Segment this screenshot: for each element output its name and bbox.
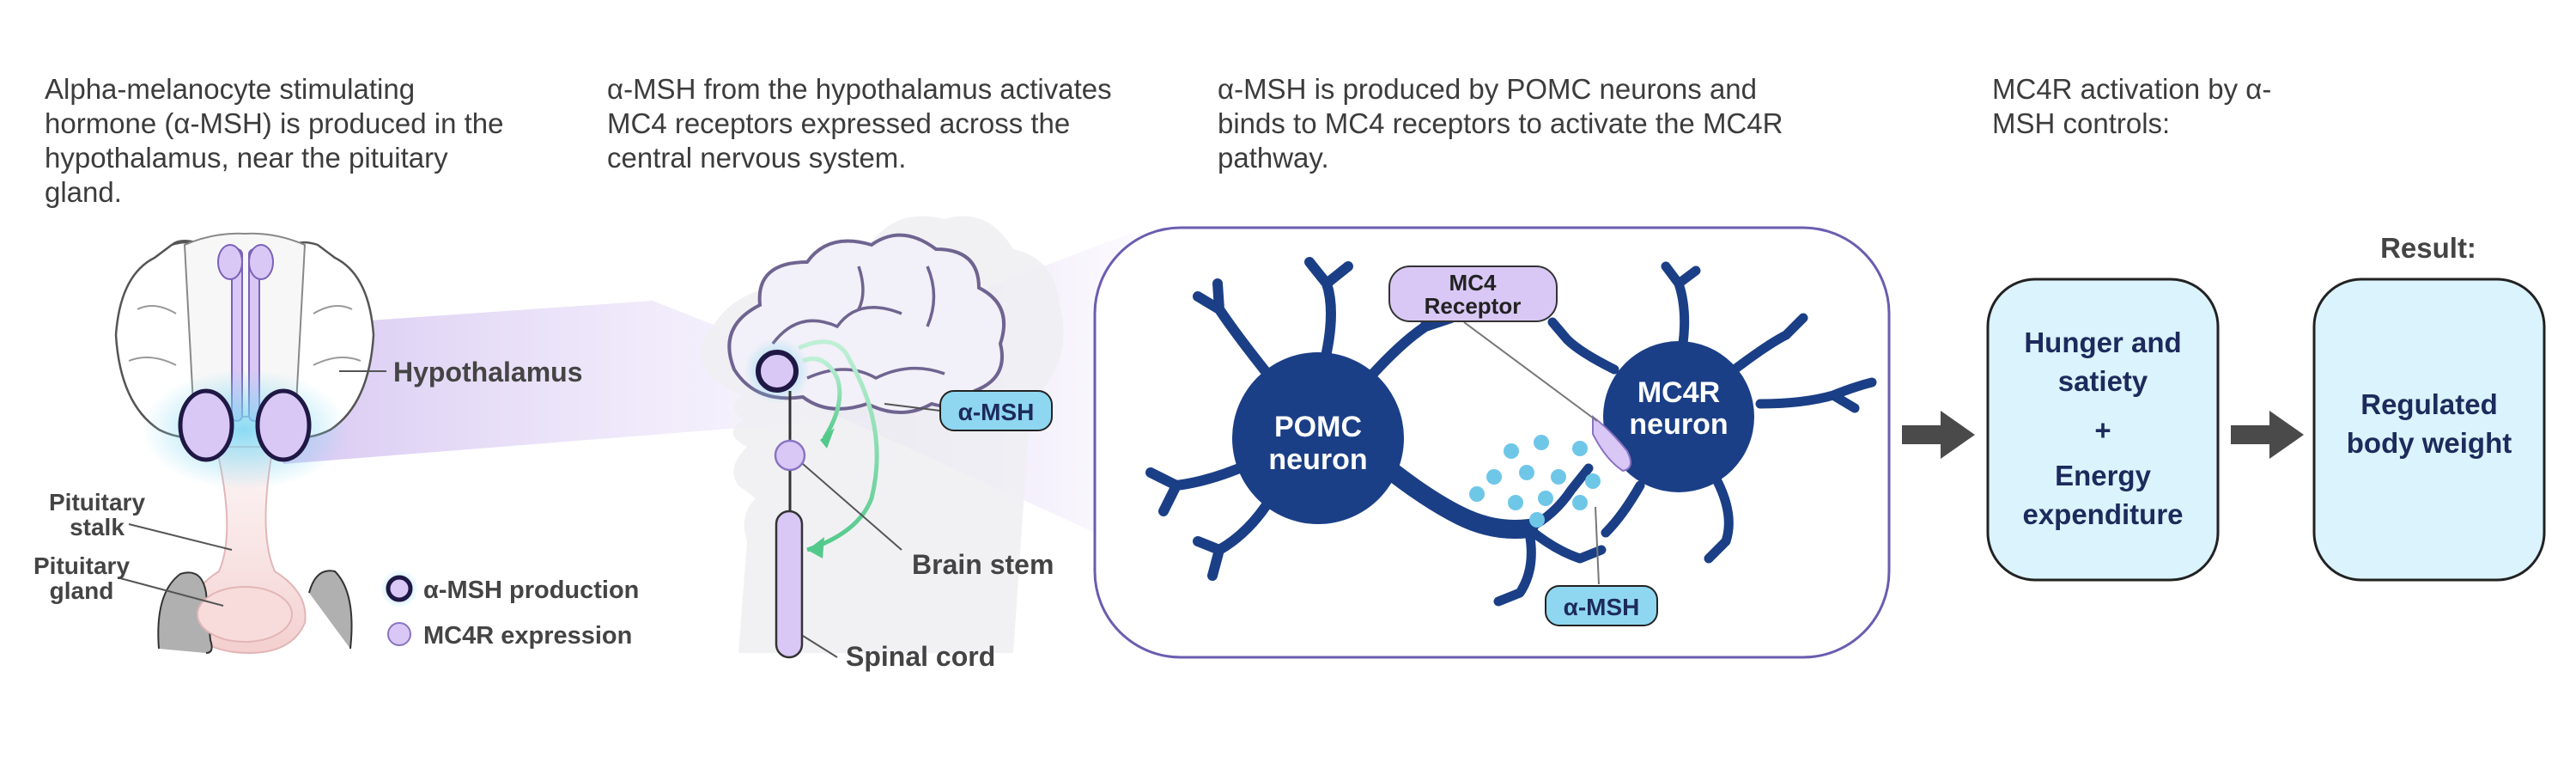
outcome-box-weight [2312,278,2546,582]
receptor-label-1: MC4 [1449,270,1497,296]
brain-stem-label: Brain stem [912,549,1054,580]
right-arrow-icon [1902,411,1975,459]
stalk-leader [128,523,233,551]
outcome-line-1: Hunger and [2024,326,2181,358]
msh-molecule-dot [1572,441,1588,456]
msh-molecule-dot [1538,491,1553,506]
legend: α-MSH production MC4R expression [380,570,639,650]
right-arrow-icon [2231,411,2304,459]
mc4r-label-2: neuron [1629,408,1728,441]
neuron-msh-tag [1545,585,1658,626]
legend-production-label: α-MSH production [423,577,639,604]
msh-molecule-dot [1519,465,1534,480]
msh-molecule-dot [1572,495,1588,510]
head-msh-tag-label: α-MSH [958,399,1035,425]
msh-molecule-dot [1585,473,1601,489]
receptor-leader [1463,321,1598,422]
pituitary-gland-label-2: gland [50,577,114,604]
pituitary-stalk-label-2: stalk [70,514,125,540]
msh-molecule-dot [1508,495,1523,510]
msh-molecule-dot [1551,469,1566,485]
pomc-label-1: POMC [1274,411,1362,443]
gland-leader [119,577,224,607]
msh-molecule-dot [1534,435,1549,450]
msh-leader [1595,506,1600,585]
spinal-cord-leader [802,635,838,658]
msh-molecule-dot [1529,512,1545,528]
outcomes-panel: Hunger and satiety + Energy expenditure … [1902,232,2546,582]
mc4r-neuron [1547,261,1877,564]
pomc-neuron [1145,257,1607,607]
head-hypothalamus-marker [756,350,799,393]
curved-arrow-icon [797,339,879,552]
msh-molecule-dot [1486,469,1502,485]
result-heading: Result: [2380,232,2476,264]
caption-panel-2: α-MSH from the hypothalamus activates MC… [607,73,1112,174]
neuron-panel: POMC neuron MC4R neuron MC4 Receptor α-M… [1093,226,1891,659]
head-msh-tag [939,390,1053,431]
head-illustration: α-MSH Brain stem Spinal cord [701,216,1133,672]
outcome-line-3: Energy [2055,460,2152,491]
msh-molecule-dot [1504,443,1519,459]
pomc-neuron-body [1232,352,1404,524]
spinal-cord-label: Spinal cord [846,641,995,672]
hypothalamus-right [255,388,312,462]
msh-molecules [1469,435,1601,528]
legend-expression-label: MC4R expression [423,622,632,650]
caption-panel-1: Alpha-melanocyte stimulating hormone (α-… [45,73,504,208]
mc4r-neuron-body [1603,341,1754,492]
result-line-1: Regulated [2360,388,2498,420]
caption-panel-3: α-MSH is produced by POMC neurons and bi… [1218,73,1783,174]
mc4-receptor [1592,414,1631,473]
legend-production-marker [386,575,413,602]
skull-base-right [308,570,353,650]
legend-expression-marker [387,622,411,646]
pituitary-gland-label-1: Pituitary [33,552,130,579]
spinal-cord [775,510,804,659]
brain-stem-marker [774,439,806,472]
msh-molecule-dot [1469,486,1485,502]
receptor-tag [1388,265,1558,322]
brain-stem-leader [802,463,902,551]
hypothalamus-left [178,388,234,462]
neuron-msh-tag-label: α-MSH [1564,594,1640,620]
result-line-2: body weight [2347,427,2512,459]
receptor-label-2: Receptor [1425,293,1522,319]
hypothalamus-glow [142,369,348,490]
outcome-box-hunger [1986,278,2220,582]
outcome-line-4: expenditure [2022,498,2183,530]
mc4r-label-1: MC4R [1637,376,1720,409]
outcome-plus: + [2094,414,2111,446]
hypothalamus-label: Hypothalamus [393,357,582,388]
pomc-label-2: neuron [1268,443,1367,476]
pituitary-gland [197,586,293,643]
neuron-panel-frame [1093,226,1891,659]
outcome-line-2: satiety [2058,365,2148,397]
caption-panel-4: MC4R activation by α-MSH controls: [1992,73,2272,139]
pituitary-stalk-label-1: Pituitary [49,489,145,516]
